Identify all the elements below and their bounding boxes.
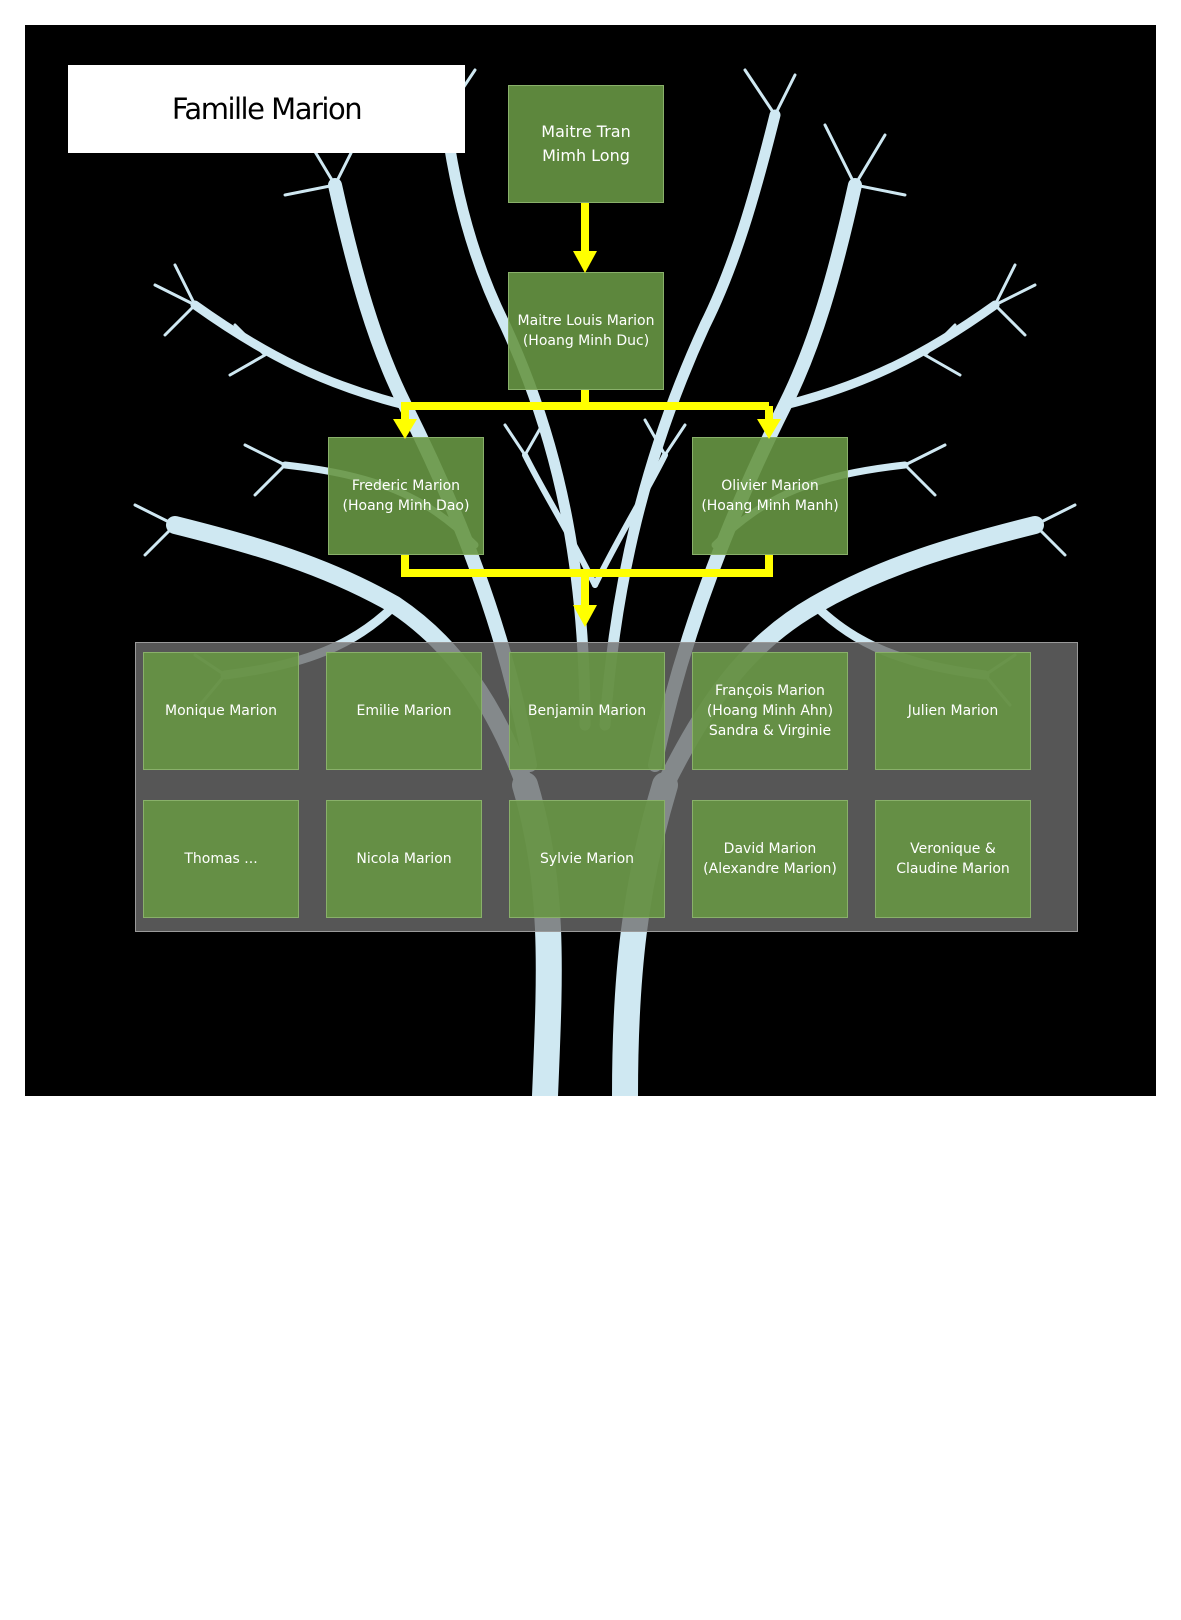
child-node: David Marion (Alexandre Marion) — [692, 800, 848, 918]
node-root: Maitre Tran Mimh Long — [508, 85, 664, 203]
child-node: Monique Marion — [143, 652, 299, 770]
child-node: Julien Marion — [875, 652, 1031, 770]
child-node: François Marion (Hoang Minh Ahn) Sandra … — [692, 652, 848, 770]
child-node: Sylvie Marion — [509, 800, 665, 918]
node-gen2: Maitre Louis Marion (Hoang Minh Duc) — [508, 272, 664, 390]
child-node: Nicola Marion — [326, 800, 482, 918]
diagram-title: Famille Marion — [68, 65, 465, 153]
child-node: Thomas ... — [143, 800, 299, 918]
node-gen3-right: Olivier Marion (Hoang Minh Manh) — [692, 437, 848, 555]
child-node: Emilie Marion — [326, 652, 482, 770]
node-gen3-left: Frederic Marion (Hoang Minh Dao) — [328, 437, 484, 555]
child-node: Benjamin Marion — [509, 652, 665, 770]
child-node: Veronique & Claudine Marion — [875, 800, 1031, 918]
diagram-canvas: Famille Marion Maitre Tran Mimh Long Mai… — [25, 25, 1156, 1096]
